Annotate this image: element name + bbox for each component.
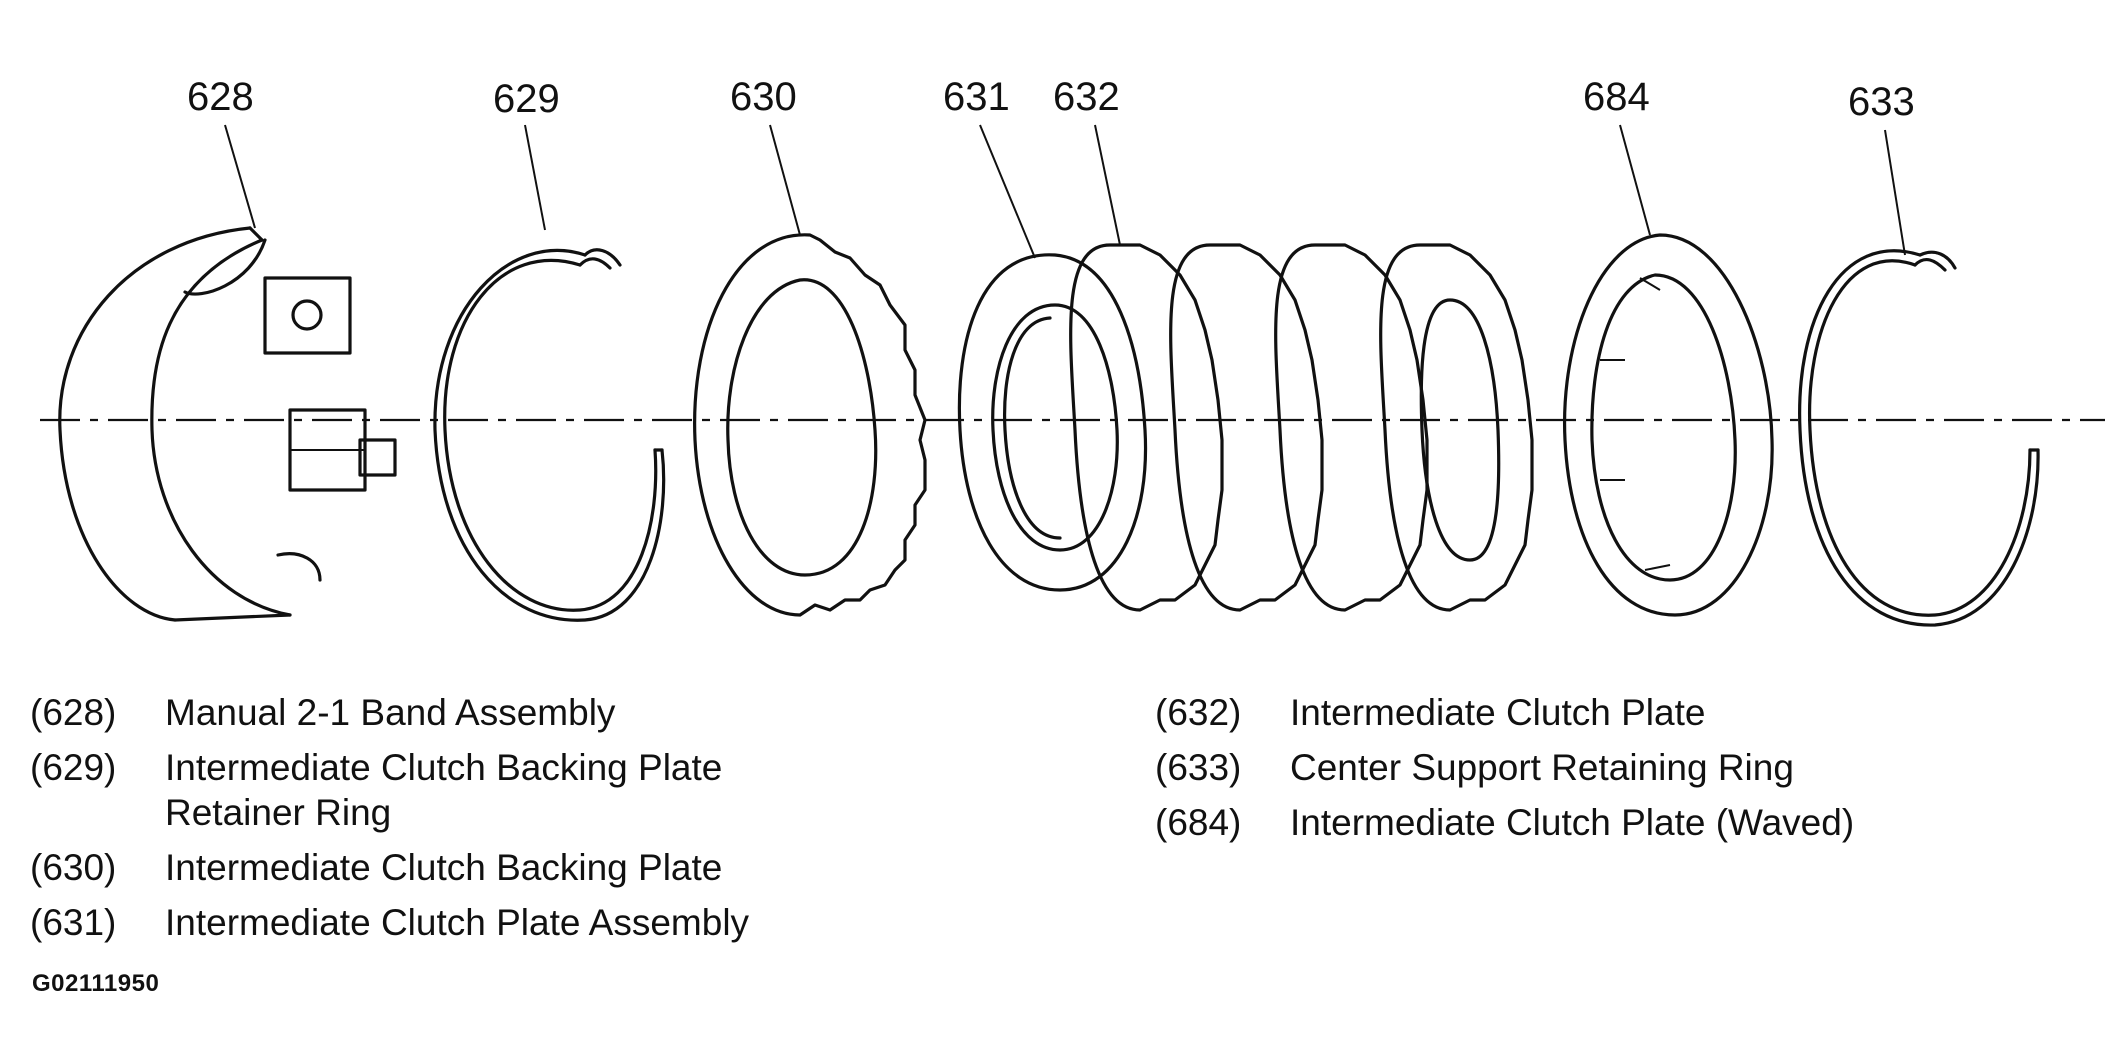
legend-number: (633) (1155, 747, 1242, 788)
part-632-clutch-plates (1069, 243, 1534, 612)
part-630-backing-plate (693, 233, 927, 617)
legend-item: (628) Manual 2-1 Band Assembly (30, 690, 865, 735)
legend-item: (629) Intermediate Clutch Backing Plate … (30, 745, 865, 835)
legend-text: Intermediate Clutch Plate (Waved) (1290, 802, 1855, 843)
legend-item: (633) Center Support Retaining Ring (1155, 745, 1990, 790)
legend-text: Manual 2-1 Band Assembly (165, 692, 616, 733)
legend-item: (630) Intermediate Clutch Backing Plate (30, 845, 865, 890)
callout-628: 628 (187, 75, 254, 119)
exploded-parts-diagram: 628 629 630 631 632 684 633 (40, 75, 2105, 627)
legend-number: (628) (30, 692, 117, 733)
legend-left: (628) Manual 2-1 Band Assembly (629) Int… (30, 690, 865, 955)
callout-684: 684 (1583, 75, 1650, 119)
callout-633: 633 (1848, 80, 1915, 124)
leader-lines (224, 124, 1906, 259)
legend-number: (631) (30, 902, 117, 943)
legend-text: Intermediate Clutch Plate (1290, 692, 1706, 733)
legend-number: (630) (30, 847, 117, 888)
part-628-band-assembly (58, 226, 397, 622)
callout-631: 631 (943, 75, 1010, 119)
legend-number: (684) (1155, 802, 1242, 843)
part-631-plate-assembly (957, 253, 1148, 592)
legend-right: (632) Intermediate Clutch Plate (633) Ce… (1155, 690, 1990, 855)
legend-item: (684) Intermediate Clutch Plate (Waved) (1155, 800, 1990, 845)
part-633-center-support-ring (1798, 249, 2040, 627)
legend-text: Center Support Retaining Ring (1290, 747, 1794, 788)
legend-text: Intermediate Clutch Backing Plate (165, 847, 723, 888)
legend-number: (629) (30, 747, 117, 788)
legend-item: (631) Intermediate Clutch Plate Assembly (30, 900, 865, 945)
legend-text: Intermediate Clutch Plate Assembly (165, 902, 750, 943)
figure-id: G02111950 (32, 970, 160, 997)
callout-632: 632 (1053, 75, 1120, 119)
callout-629: 629 (493, 77, 560, 121)
legend-text: Intermediate Clutch Backing Plate Retain… (165, 747, 723, 833)
legend-number: (632) (1155, 692, 1242, 733)
callout-630: 630 (730, 75, 797, 119)
part-629-retainer-ring (433, 248, 666, 622)
legend-item: (632) Intermediate Clutch Plate (1155, 690, 1990, 735)
part-684-waved-plate (1562, 233, 1774, 617)
